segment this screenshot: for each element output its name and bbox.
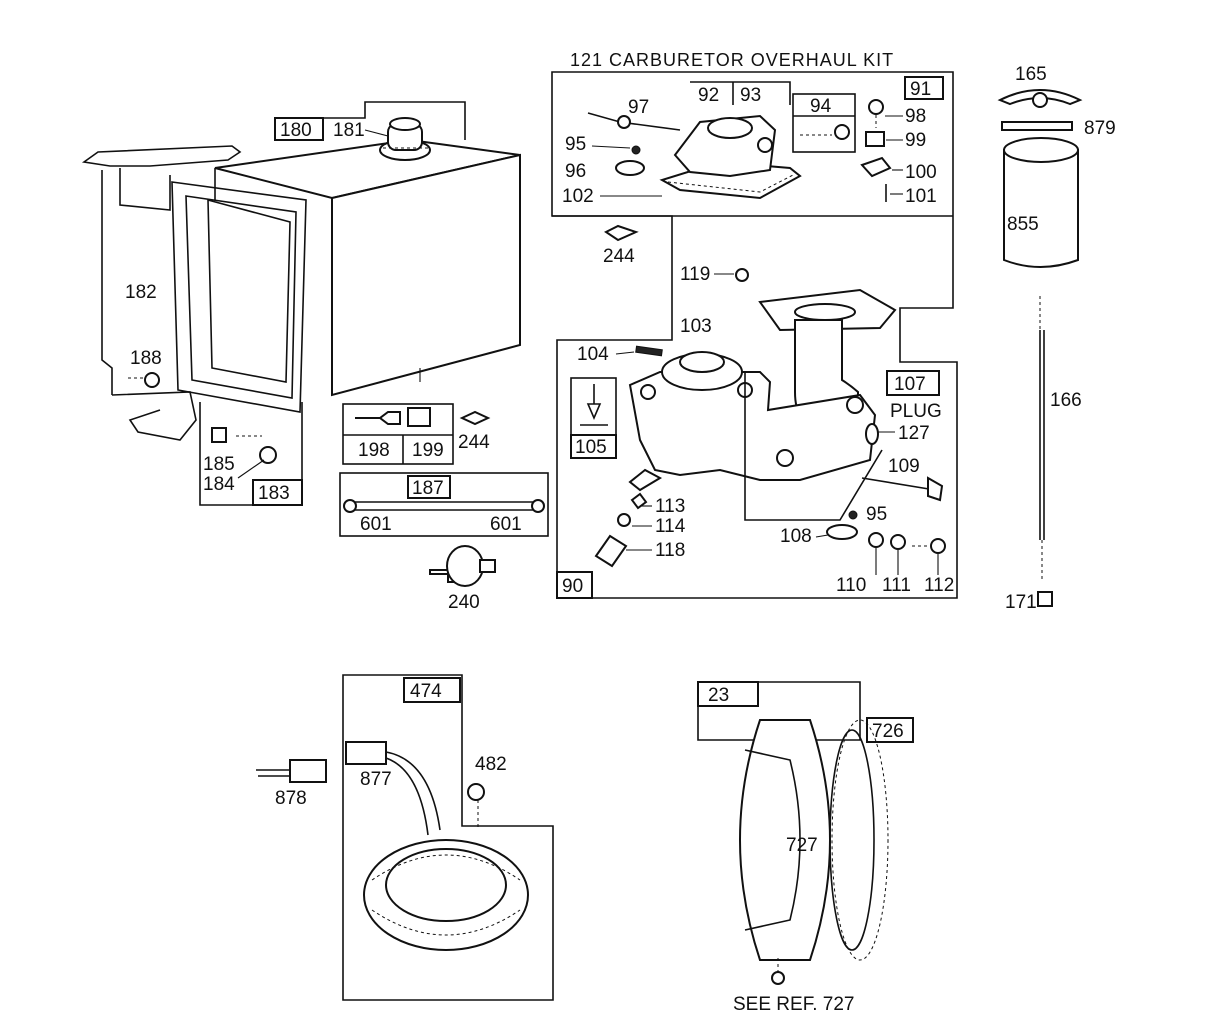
alternator-group: 474 878 877 482 bbox=[256, 674, 554, 1001]
fuel-tank-group: 180 181 182 188 183 185 1 bbox=[81, 101, 521, 506]
label-879: 879 bbox=[1084, 118, 1116, 139]
choke-lever-109 bbox=[927, 476, 944, 502]
label-94: 94 bbox=[810, 96, 832, 117]
label-112: 112 bbox=[924, 575, 954, 596]
nut-185 bbox=[211, 427, 227, 443]
label-110: 110 bbox=[836, 575, 866, 596]
label-165: 165 bbox=[1015, 64, 1047, 85]
label-182: 182 bbox=[125, 282, 157, 303]
kit-title: 121 CARBURETOR OVERHAUL KIT bbox=[570, 50, 894, 70]
label-92: 92 bbox=[698, 85, 719, 106]
label-244b: 244 bbox=[458, 432, 490, 453]
label-188: 188 bbox=[130, 348, 162, 369]
fitting-198 bbox=[355, 411, 401, 425]
screw-482 bbox=[467, 783, 485, 801]
screw-119 bbox=[735, 268, 749, 282]
label-878: 878 bbox=[275, 788, 307, 809]
fuel-tank-side bbox=[331, 153, 521, 397]
label-109: 109 bbox=[888, 456, 920, 477]
label-187: 187 bbox=[412, 478, 444, 499]
label-183: 183 bbox=[258, 483, 290, 504]
fitting-199 bbox=[407, 407, 431, 427]
label-101: 101 bbox=[905, 186, 937, 207]
label-199: 199 bbox=[412, 440, 444, 461]
label-105: 105 bbox=[575, 437, 607, 458]
label-877: 877 bbox=[360, 769, 392, 790]
label-100: 100 bbox=[905, 162, 937, 183]
label-240: 240 bbox=[448, 592, 480, 613]
label-180: 180 bbox=[280, 120, 312, 141]
label-23: 23 bbox=[708, 685, 729, 706]
screw-188 bbox=[144, 372, 160, 388]
label-181: 181 bbox=[333, 120, 365, 141]
label-96: 96 bbox=[565, 161, 586, 182]
label-114: 114 bbox=[655, 516, 686, 537]
tank-bracket-top bbox=[81, 145, 242, 167]
label-171: 171 bbox=[1005, 592, 1037, 613]
label-601a: 601 bbox=[360, 514, 392, 535]
label-98: 98 bbox=[905, 106, 926, 127]
label-91: 91 bbox=[910, 79, 931, 100]
label-see-ref: SEE REF. 727 bbox=[733, 994, 854, 1015]
washer-879 bbox=[1001, 121, 1073, 131]
label-727: 727 bbox=[786, 835, 818, 856]
label-855: 855 bbox=[1007, 214, 1039, 235]
label-95b: 95 bbox=[866, 504, 887, 525]
fuel-line-group: 198 199 244 187 601 601 240 bbox=[339, 403, 549, 613]
filter-element-855 bbox=[1003, 149, 1079, 268]
ring-gear-726 bbox=[831, 719, 889, 961]
flywheel-outline bbox=[697, 681, 861, 741]
connector-878 bbox=[289, 759, 327, 783]
fuel-filter-240 bbox=[446, 545, 484, 587]
fuel-line-187 bbox=[348, 501, 540, 511]
air-cleaner-group: 165 879 855 166 171 bbox=[997, 64, 1116, 613]
throttle-plate-96 bbox=[615, 160, 645, 176]
label-244a: 244 bbox=[603, 246, 635, 267]
label-plug: PLUG bbox=[890, 401, 942, 422]
label-103: 103 bbox=[680, 316, 712, 337]
flywheel-group: 23 726 727 SEE REF. 727 bbox=[697, 681, 914, 1015]
label-104: 104 bbox=[577, 344, 609, 365]
alternator-outline bbox=[342, 674, 554, 1001]
label-95a: 95 bbox=[565, 134, 586, 155]
label-99: 99 bbox=[905, 130, 926, 151]
nut-171 bbox=[1037, 591, 1053, 607]
label-726: 726 bbox=[872, 721, 904, 742]
label-118: 118 bbox=[655, 540, 685, 561]
label-90: 90 bbox=[562, 576, 583, 597]
label-119: 119 bbox=[680, 264, 710, 285]
label-601b: 601 bbox=[490, 514, 522, 535]
connector-877 bbox=[345, 741, 387, 765]
label-113: 113 bbox=[655, 496, 685, 517]
valve-100 bbox=[860, 156, 892, 178]
needle-valve-118 bbox=[594, 534, 628, 568]
tank-frame bbox=[171, 181, 307, 413]
label-111: 111 bbox=[882, 575, 911, 596]
label-184: 184 bbox=[203, 474, 235, 495]
screw-184 bbox=[259, 446, 277, 464]
label-127: 127 bbox=[898, 423, 930, 444]
label-185: 185 bbox=[203, 454, 235, 475]
label-97: 97 bbox=[628, 97, 649, 118]
label-102: 102 bbox=[562, 186, 594, 207]
flywheel-727 bbox=[739, 719, 831, 961]
label-474: 474 bbox=[410, 681, 442, 702]
label-108: 108 bbox=[780, 526, 812, 547]
fitting-244 bbox=[459, 410, 491, 426]
carburetor-body bbox=[628, 371, 877, 481]
spring-99 bbox=[865, 131, 885, 147]
carburetor-group: 121 CARBURETOR OVERHAUL KIT 91 92 93 94 … bbox=[551, 50, 958, 599]
fitting-244-upper bbox=[604, 224, 639, 242]
label-166: 166 bbox=[1050, 390, 1082, 411]
label-482: 482 bbox=[475, 754, 507, 775]
label-198: 198 bbox=[358, 440, 390, 461]
label-107: 107 bbox=[894, 374, 926, 395]
choke-plate-108 bbox=[826, 524, 858, 540]
label-93: 93 bbox=[740, 85, 761, 106]
